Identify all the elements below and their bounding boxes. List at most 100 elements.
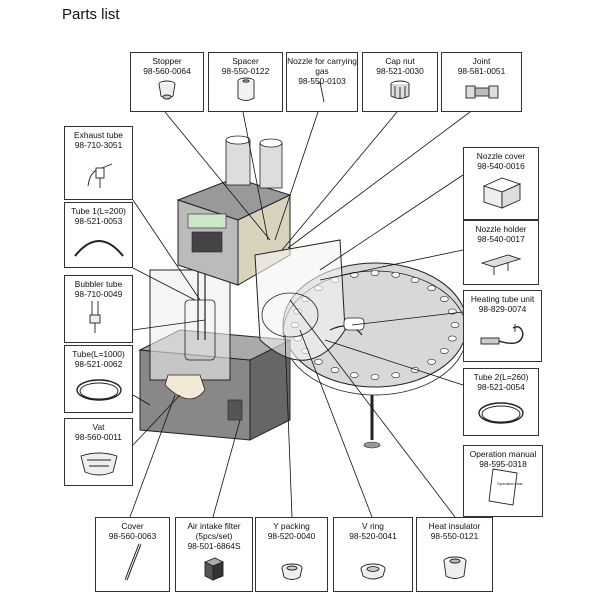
- exhaust-tube-icon: [65, 158, 132, 197]
- sample-hole: [314, 358, 323, 365]
- part-box-tube-1000: Tube(L=1000)98-521-0062: [64, 345, 133, 413]
- part-name: V ring: [362, 521, 384, 531]
- sample-hole: [370, 270, 380, 276]
- part-code: 98-521-0062: [74, 359, 123, 369]
- part-name: Nozzle cover: [476, 151, 526, 161]
- sample-hole: [447, 335, 457, 342]
- part-name: Spacer: [232, 56, 259, 66]
- part-code: 98-520-0040: [267, 531, 316, 541]
- part-name: Nozzle holder: [475, 224, 527, 234]
- sample-hole: [427, 358, 436, 365]
- bubbler-housing: [149, 250, 231, 400]
- filter-icon: [176, 554, 252, 589]
- part-box-air-intake-filter: Air intake filter (5pcs/set)98-501-6864S: [175, 517, 253, 592]
- part-code: 98-560-0063: [108, 531, 157, 541]
- sample-hole: [330, 367, 340, 373]
- part-code: 98-560-0011: [75, 432, 122, 442]
- part-name: Stopper: [152, 56, 182, 66]
- part-code: 98-581-0051: [457, 66, 506, 76]
- part-name: Y packing: [273, 521, 310, 531]
- part-name: Air intake filter (5pcs/set): [187, 521, 241, 541]
- part-name: Vat: [92, 422, 105, 432]
- part-code: 98-829-0074: [478, 304, 527, 314]
- nozzle-icon: [287, 80, 357, 109]
- bubbler-tube-icon: [65, 297, 132, 340]
- cap-nut-icon: [363, 78, 437, 109]
- part-code: 98-710-3051: [74, 140, 123, 150]
- sample-hole: [410, 277, 420, 283]
- part-code: 98-521-0054: [477, 382, 525, 392]
- part-code: 98-521-0030: [376, 66, 424, 76]
- sample-hole: [370, 374, 380, 380]
- part-code: 98-521-0053: [74, 216, 123, 226]
- part-code: 98-540-0016: [477, 161, 525, 171]
- part-name: Cover: [121, 521, 144, 531]
- vat-icon: [65, 448, 132, 483]
- part-code: 98-550-0103: [298, 76, 346, 86]
- heat-insulator-icon: [417, 554, 492, 589]
- part-name: Tube(L=1000): [72, 349, 125, 359]
- part-code: 98-550-0122: [221, 66, 270, 76]
- part-code: 98-520-0041: [349, 531, 397, 541]
- part-name: Heating tube unit: [470, 294, 535, 304]
- nozzle-cover-icon: [464, 174, 538, 217]
- part-code: 98-501-6864S: [187, 541, 241, 551]
- heating-tube-icon: [464, 320, 541, 359]
- part-name: Operation manual: [469, 449, 537, 459]
- joint-icon: [442, 80, 521, 109]
- part-box-tube-2: Tube 2(L=260)98-521-0054: [463, 368, 539, 436]
- nozzle-enclosure: [254, 239, 365, 361]
- sample-hole: [391, 271, 401, 278]
- part-name: Bubbler tube: [74, 279, 123, 289]
- sample-hole: [427, 285, 436, 292]
- v-ring-icon: [334, 560, 412, 589]
- spacer-icon: [209, 76, 282, 109]
- tube-coil-icon: [65, 375, 132, 410]
- part-name: Cap nut: [385, 56, 415, 66]
- part-code: 98-595-0318: [479, 459, 527, 469]
- sample-hole: [450, 322, 460, 328]
- part-name: Exhaust tube: [74, 130, 123, 140]
- leader-lines: [129, 111, 471, 518]
- part-name: Nozzle for carrying gas: [287, 56, 357, 76]
- part-code: 98-560-0064: [143, 66, 191, 76]
- y-packing-icon: [256, 560, 327, 589]
- part-code: 98-710-0049: [74, 289, 123, 299]
- tube-coil-icon: [464, 398, 538, 433]
- tube-icon: [65, 230, 132, 265]
- manual-cover-text: Operation manual: [497, 481, 523, 486]
- part-name: Heat insulator: [428, 521, 481, 531]
- upper-cylinders: [225, 135, 283, 189]
- sample-hole: [391, 372, 401, 379]
- part-name: Tube 1(L=200): [71, 206, 126, 216]
- part-code: 98-540-0017: [477, 234, 525, 244]
- part-name: Tube 2(L=260): [473, 372, 529, 382]
- sample-hole: [349, 372, 359, 379]
- part-name: Joint: [472, 56, 491, 66]
- sample-hole: [439, 296, 449, 302]
- cover-rod-icon: [96, 540, 169, 589]
- manual-icon: Operation manual: [464, 465, 542, 514]
- sample-hole: [439, 348, 449, 354]
- nozzle-holder-icon: [464, 249, 538, 282]
- stopper-icon: [131, 78, 203, 109]
- part-box-tube-1: Tube 1(L=200)98-521-0053: [64, 202, 133, 268]
- page-title: Parts list: [62, 6, 120, 23]
